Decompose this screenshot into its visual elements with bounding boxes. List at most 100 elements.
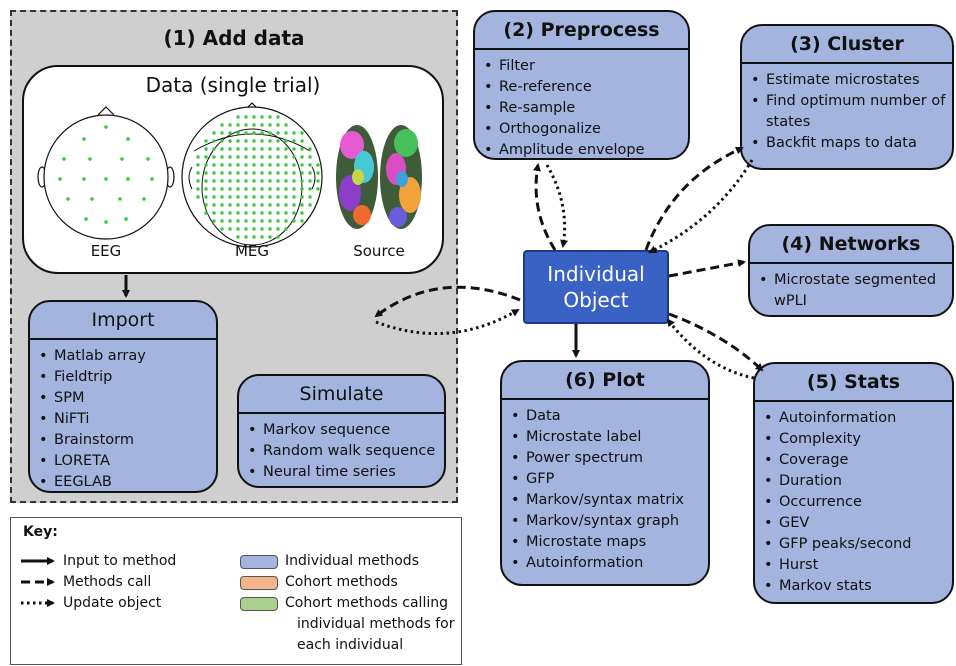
- meg-sensor-dot: [292, 195, 296, 199]
- meg-sensor-dot: [284, 219, 288, 223]
- meg-sensor-dot: [268, 123, 272, 127]
- preprocess-call-arrow: [533, 163, 557, 251]
- import-box: Import Matlab array Fieldtrip SPM NiFTi …: [28, 300, 218, 493]
- stats-list: Autoinformation Complexity Coverage Dura…: [755, 402, 952, 597]
- meg-sensor-dot: [212, 147, 216, 151]
- cluster-box: (3) Cluster Estimate microstates Find op…: [740, 24, 954, 170]
- meg-sensor-dot: [196, 179, 200, 183]
- meg-sensor-dot: [260, 195, 264, 199]
- meg-sensor-dot: [308, 147, 312, 151]
- meg-sensor-dot: [236, 211, 240, 215]
- meg-sensor-dot: [260, 163, 264, 167]
- meg-sensor-dot: [220, 155, 224, 159]
- cluster-title: (3) Cluster: [742, 26, 952, 64]
- plot-list: Data Microstate label Power spectrum GFP…: [502, 400, 708, 574]
- list-item: SPM: [30, 388, 216, 409]
- meg-sensor-dot: [252, 219, 256, 223]
- meg-sensor-dot: [268, 203, 272, 207]
- legend-call-label: Methods call: [63, 574, 152, 590]
- eeg-sensor-dot: [150, 177, 154, 181]
- data-panel: Data (single trial): [22, 65, 444, 274]
- meg-sensor-dot: [220, 211, 224, 215]
- list-item: Markov stats: [755, 576, 952, 597]
- meg-sensor-dot: [276, 139, 280, 143]
- meg-sensor-dot: [284, 195, 288, 199]
- meg-sensor-dot: [300, 131, 304, 135]
- meg-sensor-dot: [268, 219, 272, 223]
- legend-cohort-calling-line2: individual methods for: [297, 616, 455, 632]
- meg-sensor-dot: [244, 179, 248, 183]
- meg-sensor-dot: [236, 195, 240, 199]
- list-item: Matlab array: [30, 346, 216, 367]
- preprocess-update-arrow: [545, 164, 568, 248]
- meg-sensor-dot: [220, 203, 224, 207]
- meg-sensor-dot: [284, 123, 288, 127]
- meg-sensor-dot: [220, 219, 224, 223]
- list-item: NiFTi: [30, 409, 216, 430]
- meg-sensor-dot: [260, 235, 264, 239]
- meg-sensor-dot: [228, 147, 232, 151]
- meg-sensor-dot: [292, 211, 296, 215]
- meg-sensor-dot: [276, 155, 280, 159]
- legend-cohort-label: Cohort methods: [285, 574, 398, 590]
- list-item: LORETA: [30, 451, 216, 472]
- meg-sensor-dot: [252, 203, 256, 207]
- meg-sensor-dot: [260, 139, 264, 143]
- meg-sensor-dot: [308, 171, 312, 175]
- list-item: Microstate maps: [502, 532, 708, 553]
- source-brain-icon: [336, 125, 422, 229]
- meg-sensor-dot: [252, 147, 256, 151]
- cohort-calling-swatch: [240, 597, 278, 611]
- legend-cohort-calling-line3: each individual: [297, 637, 404, 653]
- meg-sensor-dot: [284, 211, 288, 215]
- meg-sensor-dot: [196, 195, 200, 199]
- meg-sensor-dot: [204, 187, 208, 191]
- list-item: Re-sample: [475, 98, 688, 119]
- meg-sensor-dot: [244, 195, 248, 199]
- meg-sensor-dot: [260, 203, 264, 207]
- meg-sensor-dot: [260, 211, 264, 215]
- eeg-sensor-dot: [124, 217, 128, 221]
- legend-arrow-samples: [21, 557, 55, 607]
- meg-sensor-dot: [244, 227, 248, 231]
- preprocess-list: Filter Re-reference Re-sample Orthogonal…: [475, 50, 688, 158]
- list-item: Coverage: [755, 450, 952, 471]
- meg-sensor-dot: [300, 147, 304, 151]
- eeg-sensor-dot: [104, 125, 108, 129]
- meg-sensor-dot: [292, 219, 296, 223]
- meg-sensor-dot: [212, 171, 216, 175]
- preprocess-title: (2) Preprocess: [475, 12, 688, 50]
- meg-sensor-dot: [292, 163, 296, 167]
- meg-sensor-dot: [236, 171, 240, 175]
- data-panel-title: Data (single trial): [145, 73, 321, 97]
- meg-sensor-dot: [228, 187, 232, 191]
- eeg-sensor-dot: [142, 197, 146, 201]
- meg-sensor-dot: [236, 139, 240, 143]
- meg-sensor-dot: [300, 179, 304, 183]
- meg-sensor-dot: [228, 123, 232, 127]
- meg-sensor-dot: [308, 163, 312, 167]
- meg-sensor-dot: [220, 179, 224, 183]
- plot-title: (6) Plot: [502, 362, 708, 400]
- eeg-sensor-dot: [62, 157, 66, 161]
- list-item: Neural time series: [239, 462, 444, 483]
- list-item: Microstate label: [502, 427, 708, 448]
- meg-sensor-dot: [260, 131, 264, 135]
- meg-sensor-dot: [244, 131, 248, 135]
- list-item: Data: [502, 406, 708, 427]
- eeg-sensor-dot: [120, 157, 124, 161]
- meg-sensor-dot: [252, 171, 256, 175]
- eeg-head-icon: [37, 106, 175, 240]
- meg-sensor-dot: [284, 139, 288, 143]
- individual-object-line2: Object: [563, 288, 629, 312]
- meg-sensor-dot: [252, 187, 256, 191]
- meg-sensor-dot: [228, 195, 232, 199]
- meg-sensor-dot: [268, 179, 272, 183]
- list-item: Markov/syntax graph: [502, 511, 708, 532]
- list-item: Orthogonalize: [475, 119, 688, 140]
- meg-sensor-dot: [260, 155, 264, 159]
- cluster-update-arrow: [648, 159, 754, 254]
- stats-title: (5) Stats: [755, 364, 952, 402]
- meg-sensor-dot: [300, 171, 304, 175]
